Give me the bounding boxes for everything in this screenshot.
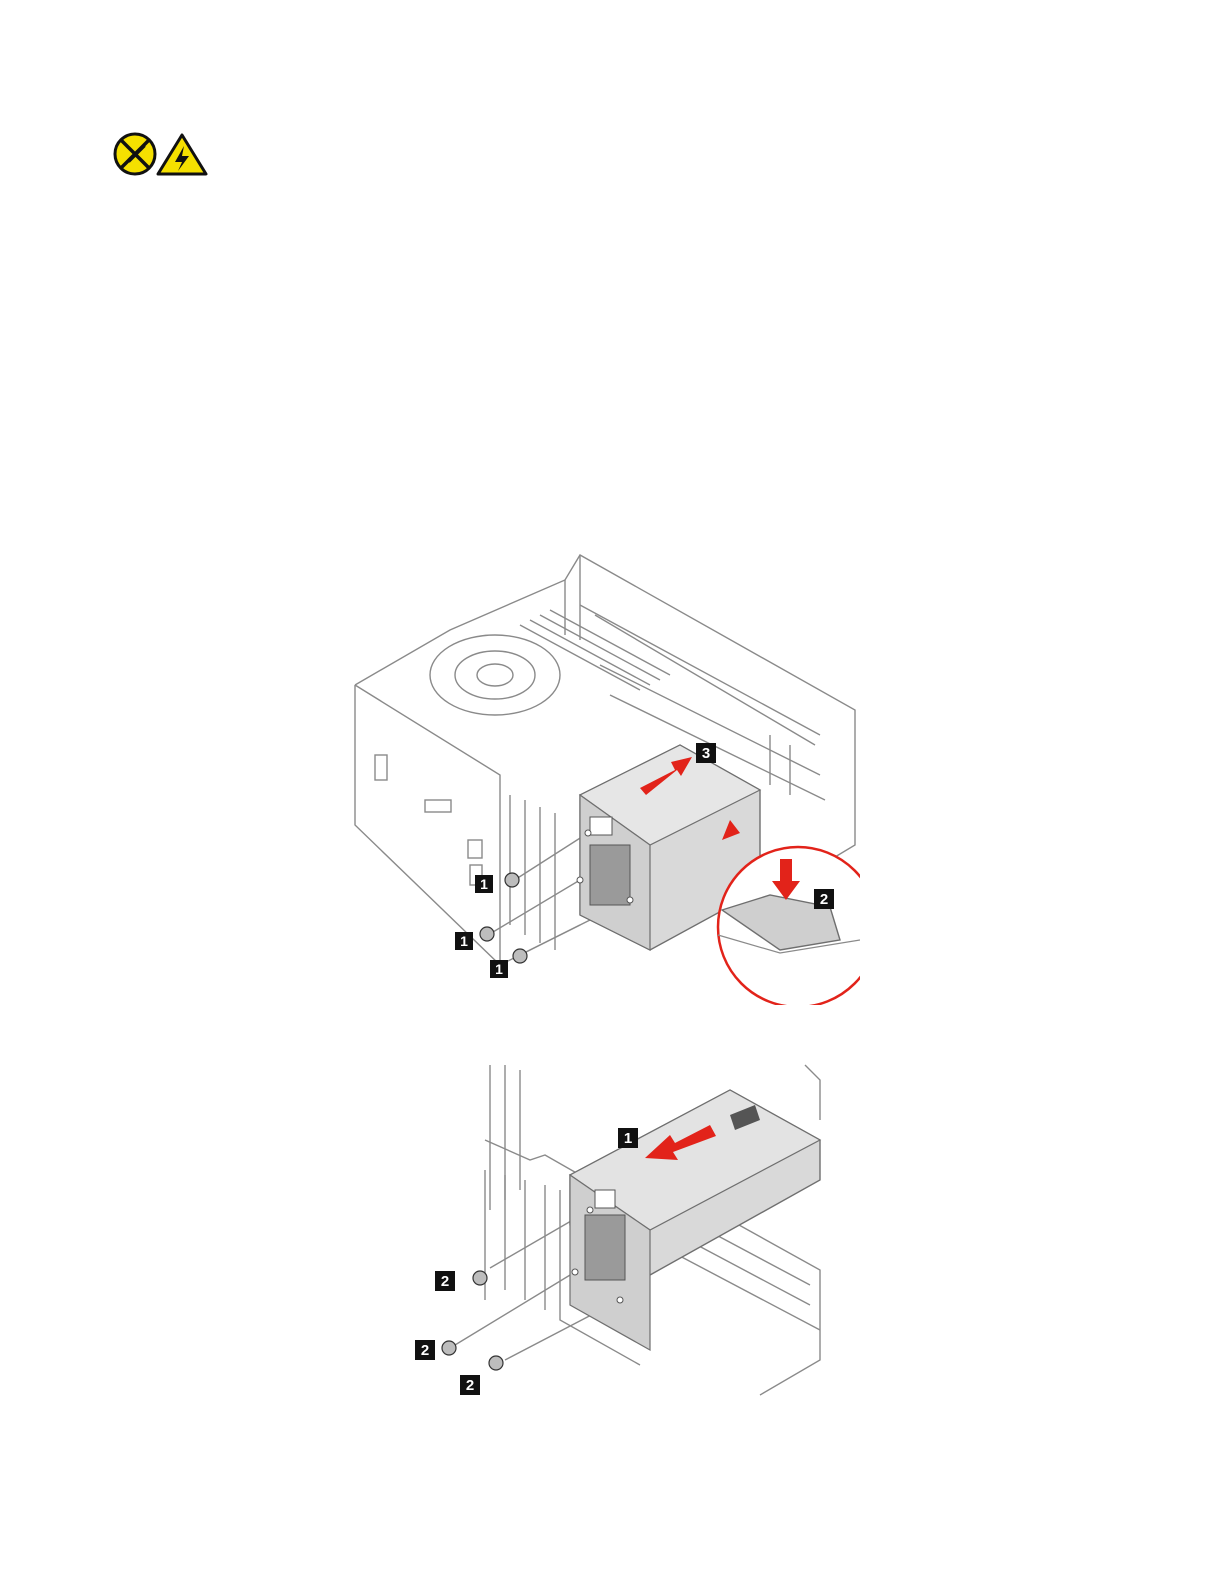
callout-2: 2 — [814, 889, 834, 909]
callout-2c: 2 — [460, 1375, 480, 1395]
callout-1a: 1 — [475, 875, 493, 893]
callout-2a: 2 — [435, 1271, 455, 1291]
power-supply-install-figure: 1 2 2 2 — [410, 1060, 830, 1410]
svg-text:1: 1 — [460, 933, 468, 949]
power-supply-removal-figure: 1 1 1 2 3 — [350, 545, 860, 1005]
callout-3: 3 — [696, 743, 716, 763]
svg-text:1: 1 — [624, 1130, 632, 1147]
svg-text:2: 2 — [466, 1377, 474, 1394]
callout-1b: 1 — [455, 932, 473, 950]
svg-text:2: 2 — [421, 1342, 429, 1359]
svg-text:1: 1 — [480, 876, 488, 892]
svg-text:3: 3 — [702, 745, 710, 762]
svg-text:1: 1 — [495, 961, 503, 977]
callout-1c: 1 — [490, 960, 508, 978]
warning-icons — [112, 129, 212, 179]
callout-1: 1 — [618, 1128, 638, 1148]
no-tools-icon — [115, 134, 155, 174]
svg-text:2: 2 — [820, 891, 828, 908]
electrical-hazard-icon — [158, 135, 206, 174]
svg-text:2: 2 — [441, 1273, 449, 1290]
callout-2b: 2 — [415, 1340, 435, 1360]
power-supply-unit — [570, 1090, 820, 1350]
